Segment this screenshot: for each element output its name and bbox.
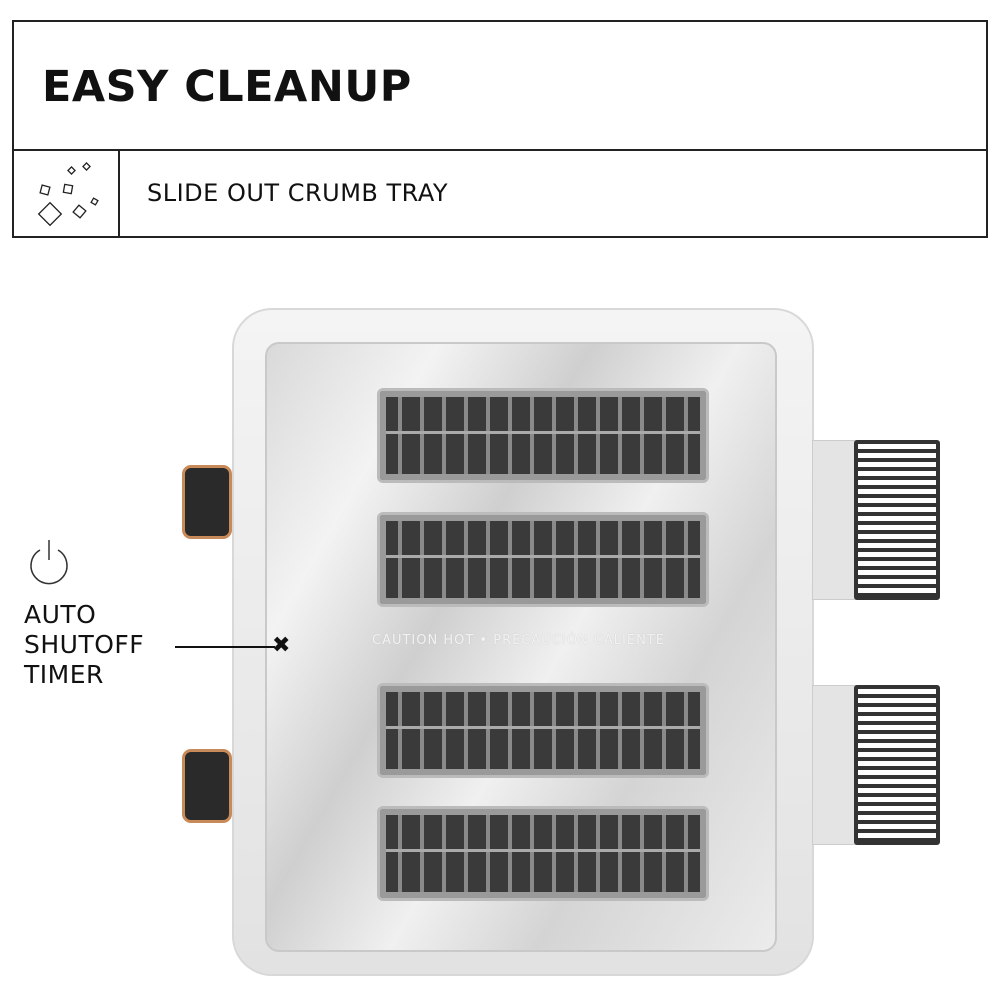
power-icon <box>30 540 68 585</box>
toaster-slot <box>377 683 709 778</box>
toaster-slot <box>377 388 709 483</box>
feature-label: SLIDE OUT CRUMB TRAY <box>147 179 449 207</box>
label-line: SHUTOFF <box>24 630 145 659</box>
feature-row: SLIDE OUT CRUMB TRAY <box>14 149 986 238</box>
callout-marker-icon: ✖ <box>272 633 291 658</box>
label-line: AUTO <box>24 600 97 629</box>
toaster-lever <box>812 440 942 600</box>
caution-text: CAUTION HOT • PRECAUCIÓN CALIENTE <box>372 633 665 648</box>
toaster-lever <box>812 685 942 845</box>
header-box: EASY CLEANUP SLIDE OUT CRUMB TRAY <box>12 20 988 238</box>
toaster-knob <box>182 749 232 823</box>
toaster-slot <box>377 806 709 901</box>
page-title: EASY CLEANUP <box>42 62 412 112</box>
crumbs-icon <box>37 162 99 227</box>
toaster-knob <box>182 465 232 539</box>
auto-shutoff-label: AUTO SHUTOFF TIMER <box>24 600 144 690</box>
feature-icon-cell <box>14 151 120 238</box>
callout-line <box>175 646 275 648</box>
label-line: TIMER <box>24 660 104 689</box>
toaster-slot <box>377 512 709 607</box>
